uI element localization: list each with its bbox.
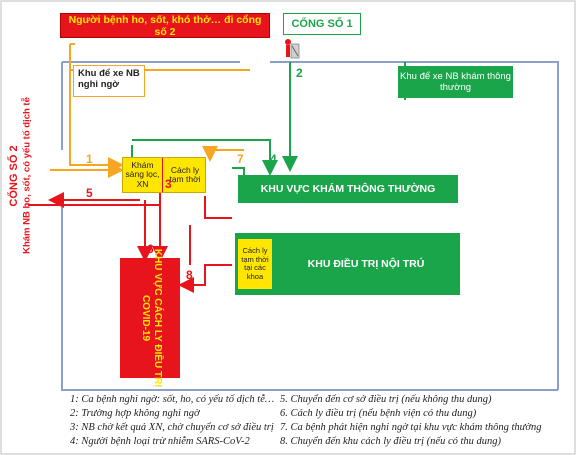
flow-number-7: 7 xyxy=(237,152,244,166)
temp-isolation-label: Cách ly tạm thời xyxy=(169,164,201,184)
flow-number-5: 5 xyxy=(86,186,93,200)
screening-block: Khám sàng lọc, XN Cách ly tạm thời xyxy=(122,157,206,193)
screening-label: Khám sàng lọc, XN xyxy=(125,159,160,189)
legend-item-7: 7. Ca bệnh phát hiện nghi ngờ tại khu vự… xyxy=(280,422,542,433)
gate2-side-subtitle: Khám NB ho, sốt, có yếu tố dịch tễ xyxy=(21,97,33,254)
regular-exam-label: KHU VỰC KHÁM THÔNG THƯỜNG xyxy=(260,183,436,195)
dept-isolation-label: Cách ly tạm thời tại các khoa xyxy=(241,246,269,281)
legend-item-5: 5. Chuyển đến cơ sở điều trị (nếu không … xyxy=(280,394,492,405)
gate1-label-box: CỔNG SỐ 1 xyxy=(283,13,361,35)
parking-regular-box: Khu để xe NB khám thông thường xyxy=(398,66,513,98)
covid-isolation-label: KHU VỰC CÁCH LY ĐIỀU TRỊ COVID-19 xyxy=(140,248,163,388)
gate2-side-title: CỔNG SỐ 2 xyxy=(8,145,20,207)
inpatient-area: Cách ly tạm thời tại các khoa KHU ĐIỀU T… xyxy=(235,233,460,295)
flow-number-1: 1 xyxy=(86,152,93,166)
gate2-top-label: Người bệnh ho, sốt, khó thở… đi cổng số … xyxy=(68,13,262,38)
legend-item-1: 1: Ca bệnh nghi ngờ: sốt, ho, có yếu tố … xyxy=(70,394,275,405)
legend-item-6: 6. Cách ly điều trị (nếu bệnh viện có th… xyxy=(280,408,477,419)
covid-isolation-area: KHU VỰC CÁCH LY ĐIỀU TRỊ COVID-19 xyxy=(120,249,180,387)
screening-box: Khám sàng lọc, XN xyxy=(123,158,163,192)
parking-suspected-label: Khu để xe NB nghi ngờ xyxy=(78,68,140,90)
flow-number-2: 2 xyxy=(296,66,303,80)
gate2-top-banner: Người bệnh ho, sốt, khó thở… đi cổng số … xyxy=(60,13,270,38)
gate2-side-label: CỔNG SỐ 2 Khám NB ho, sốt, có yếu tố dịc… xyxy=(6,90,50,260)
flow-number-6: 6 xyxy=(147,242,154,256)
security-guard-icon xyxy=(283,38,301,64)
flow-number-8: 8 xyxy=(186,268,193,282)
legend-item-8: 8. Chuyển đến khu cách ly điều trị (nếu … xyxy=(280,436,502,447)
regular-exam-area: KHU VỰC KHÁM THÔNG THƯỜNG xyxy=(238,175,458,203)
inpatient-label: KHU ĐIỀU TRỊ NỘI TRÚ xyxy=(307,258,425,270)
flow-number-4: 4 xyxy=(270,152,277,166)
legend-item-2: 2: Trường hợp không nghi ngờ xyxy=(70,408,200,419)
legend-item-3: 3: NB chờ kết quả XN, chờ chuyển cơ sở đ… xyxy=(70,422,274,433)
gate1-label: CỔNG SỐ 1 xyxy=(291,18,353,30)
temp-isolation-box: Cách ly tạm thời xyxy=(165,158,205,192)
flow-number-3: 3 xyxy=(165,177,172,191)
legend-item-4: 4: Người bệnh loại trừ nhiễm SARS-CoV-2 xyxy=(70,436,250,447)
dept-isolation-box: Cách ly tạm thời tại các khoa xyxy=(238,239,272,289)
inpatient-label-box: KHU ĐIỀU TRỊ NỘI TRÚ xyxy=(275,233,457,295)
parking-suspected-box: Khu để xe NB nghi ngờ xyxy=(73,65,145,97)
parking-regular-label: Khu để xe NB khám thông thường xyxy=(400,71,511,93)
